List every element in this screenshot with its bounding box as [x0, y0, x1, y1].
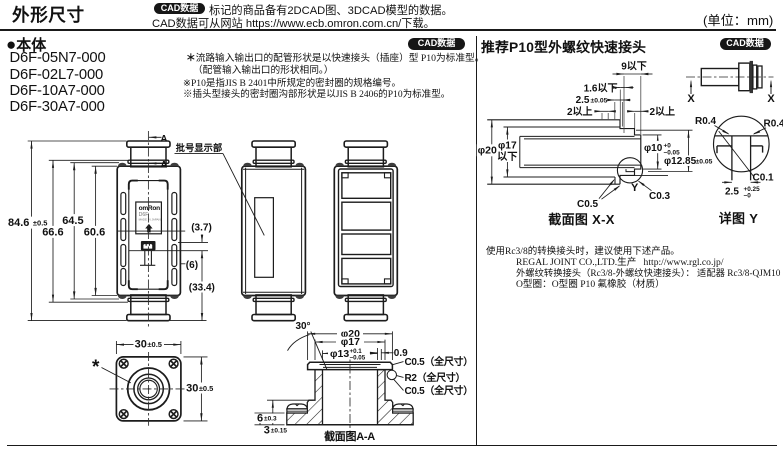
- svg-text:+0.25: +0.25: [744, 186, 761, 193]
- svg-text:Y: Y: [631, 182, 639, 194]
- svg-text:2.5: 2.5: [576, 95, 590, 106]
- svg-text:84.6: 84.6: [8, 217, 29, 229]
- svg-text:±0.05: ±0.05: [696, 158, 713, 165]
- svg-text:R0.4: R0.4: [695, 116, 717, 127]
- svg-text:φ17: φ17: [341, 336, 360, 348]
- svg-text:−0.05: −0.05: [350, 354, 366, 361]
- svg-text:MADE IN JAPAN: MADE IN JAPAN: [139, 217, 161, 221]
- svg-text:60.6: 60.6: [84, 226, 105, 238]
- svg-text:+0.1: +0.1: [350, 348, 363, 355]
- svg-text:φ10: φ10: [644, 143, 663, 154]
- svg-text:±0.5: ±0.5: [199, 384, 214, 393]
- svg-text:C0.5（全尺寸）: C0.5（全尺寸）: [405, 384, 473, 397]
- svg-text:φ13: φ13: [330, 348, 349, 360]
- svg-text:2以上: 2以上: [650, 105, 676, 118]
- svg-text:X: X: [767, 93, 775, 105]
- svg-text:φ17: φ17: [498, 141, 517, 152]
- svg-text:截面图 X-X: 截面图 X-X: [548, 212, 614, 227]
- svg-text:以下: 以下: [497, 151, 517, 163]
- svg-text:R0.4: R0.4: [764, 118, 783, 129]
- svg-text:omRon: omRon: [139, 205, 160, 212]
- svg-text:X: X: [687, 93, 695, 105]
- svg-text:截面图A-A: 截面图A-A: [324, 429, 375, 443]
- svg-text:64.5: 64.5: [62, 215, 83, 227]
- svg-text:φ20: φ20: [478, 144, 497, 156]
- svg-text:A: A: [161, 159, 168, 170]
- svg-text:±0.3: ±0.3: [264, 415, 277, 422]
- svg-text:30: 30: [135, 339, 147, 351]
- svg-text:2以上: 2以上: [567, 105, 593, 118]
- svg-text:±0.15: ±0.15: [271, 428, 288, 435]
- svg-text:9以下: 9以下: [621, 60, 647, 72]
- svg-text:±0.5: ±0.5: [147, 340, 162, 349]
- svg-text:详图 Y: 详图 Y: [719, 211, 759, 226]
- svg-text:2.5: 2.5: [725, 187, 739, 198]
- svg-text:C0.5: C0.5: [577, 199, 599, 210]
- svg-text:D6F: D6F: [139, 212, 149, 218]
- svg-text:−0: −0: [744, 193, 752, 200]
- svg-text:批号显示部: 批号显示部: [176, 142, 222, 153]
- svg-text:C0.5（全尺寸）: C0.5（全尺寸）: [405, 355, 473, 368]
- svg-text:±0.05: ±0.05: [591, 97, 608, 104]
- svg-text:C0.3: C0.3: [649, 191, 671, 202]
- svg-text:(3.7): (3.7): [191, 223, 212, 234]
- svg-text:3: 3: [264, 425, 270, 437]
- svg-text:A: A: [161, 133, 168, 144]
- svg-text:66.6: 66.6: [42, 226, 63, 238]
- svg-text:(6): (6): [186, 260, 198, 271]
- svg-text:0.9: 0.9: [394, 348, 408, 359]
- svg-text:C0.1: C0.1: [753, 173, 775, 184]
- svg-text:6: 6: [257, 412, 263, 424]
- svg-text:30: 30: [186, 382, 198, 394]
- svg-text:φ12.85: φ12.85: [664, 156, 697, 167]
- svg-text:*: *: [92, 357, 100, 378]
- svg-text:R2（全尺寸）: R2（全尺寸）: [405, 371, 466, 384]
- svg-text:(33.4): (33.4): [189, 282, 215, 293]
- svg-text:30°: 30°: [295, 321, 310, 332]
- svg-text:1.6以下: 1.6以下: [584, 83, 618, 95]
- svg-text:−0.05: −0.05: [664, 149, 681, 156]
- svg-text:+0: +0: [664, 142, 672, 149]
- svg-text:±0.5: ±0.5: [33, 219, 48, 228]
